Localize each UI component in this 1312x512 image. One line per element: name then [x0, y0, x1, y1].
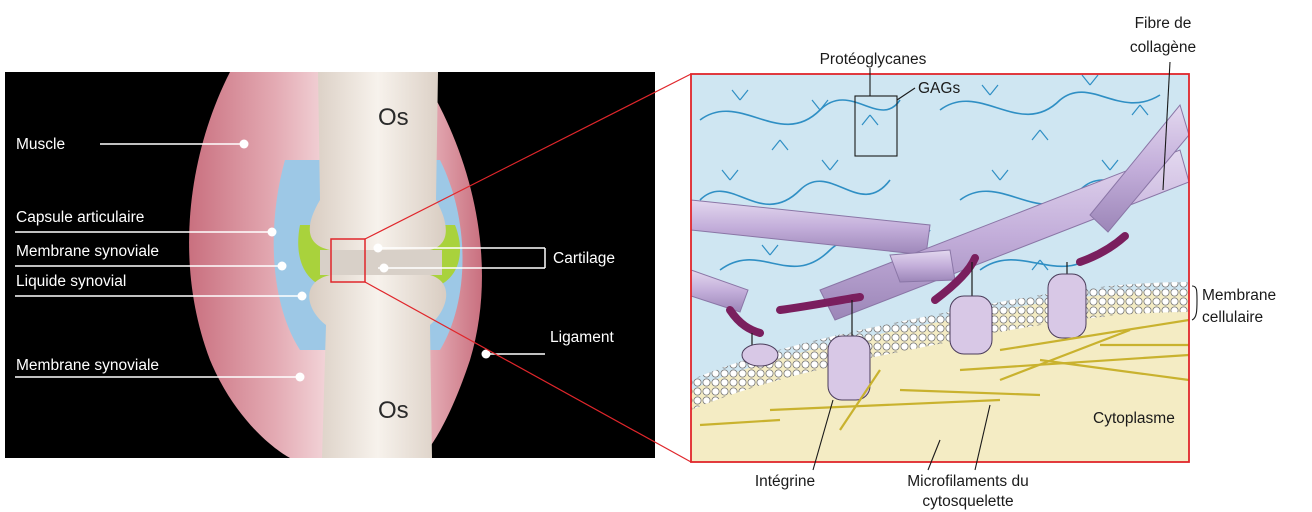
label-capsule: Capsule articulaire	[16, 209, 144, 226]
bone-bottom-label: Os	[378, 397, 409, 424]
label-integrine: Intégrine	[755, 473, 815, 490]
label-cytoplasme: Cytoplasme	[1093, 410, 1175, 427]
bone-top-label: Os	[378, 104, 409, 131]
label-membrane-line1: Membrane	[1202, 287, 1276, 304]
joint-illustration: Os Os Muscle Capsule articulaire Membra	[5, 72, 655, 458]
label-liquide-synovial: Liquide synovial	[16, 273, 126, 290]
label-fibre-line2: collagène	[1130, 39, 1196, 56]
label-microfilaments-line1: Microfilaments du	[907, 473, 1028, 490]
label-fibre-line1: Fibre de	[1135, 15, 1192, 32]
label-membrane-synoviale-bottom: Membrane synoviale	[16, 357, 159, 374]
ecm-illustration	[691, 74, 1189, 462]
label-gags: GAGs	[918, 80, 960, 97]
label-cartilage: Cartilage	[553, 250, 615, 267]
label-microfilaments-line2: cytosquelette	[922, 493, 1013, 510]
label-muscle: Muscle	[16, 136, 65, 153]
label-proteoglycanes: Protéoglycanes	[820, 51, 927, 68]
label-membrane-synoviale-top: Membrane synoviale	[16, 243, 159, 260]
label-ligament: Ligament	[550, 329, 614, 346]
bone-bottom	[309, 275, 446, 458]
bone-top	[310, 72, 446, 250]
label-membrane-line2: cellulaire	[1202, 309, 1263, 326]
